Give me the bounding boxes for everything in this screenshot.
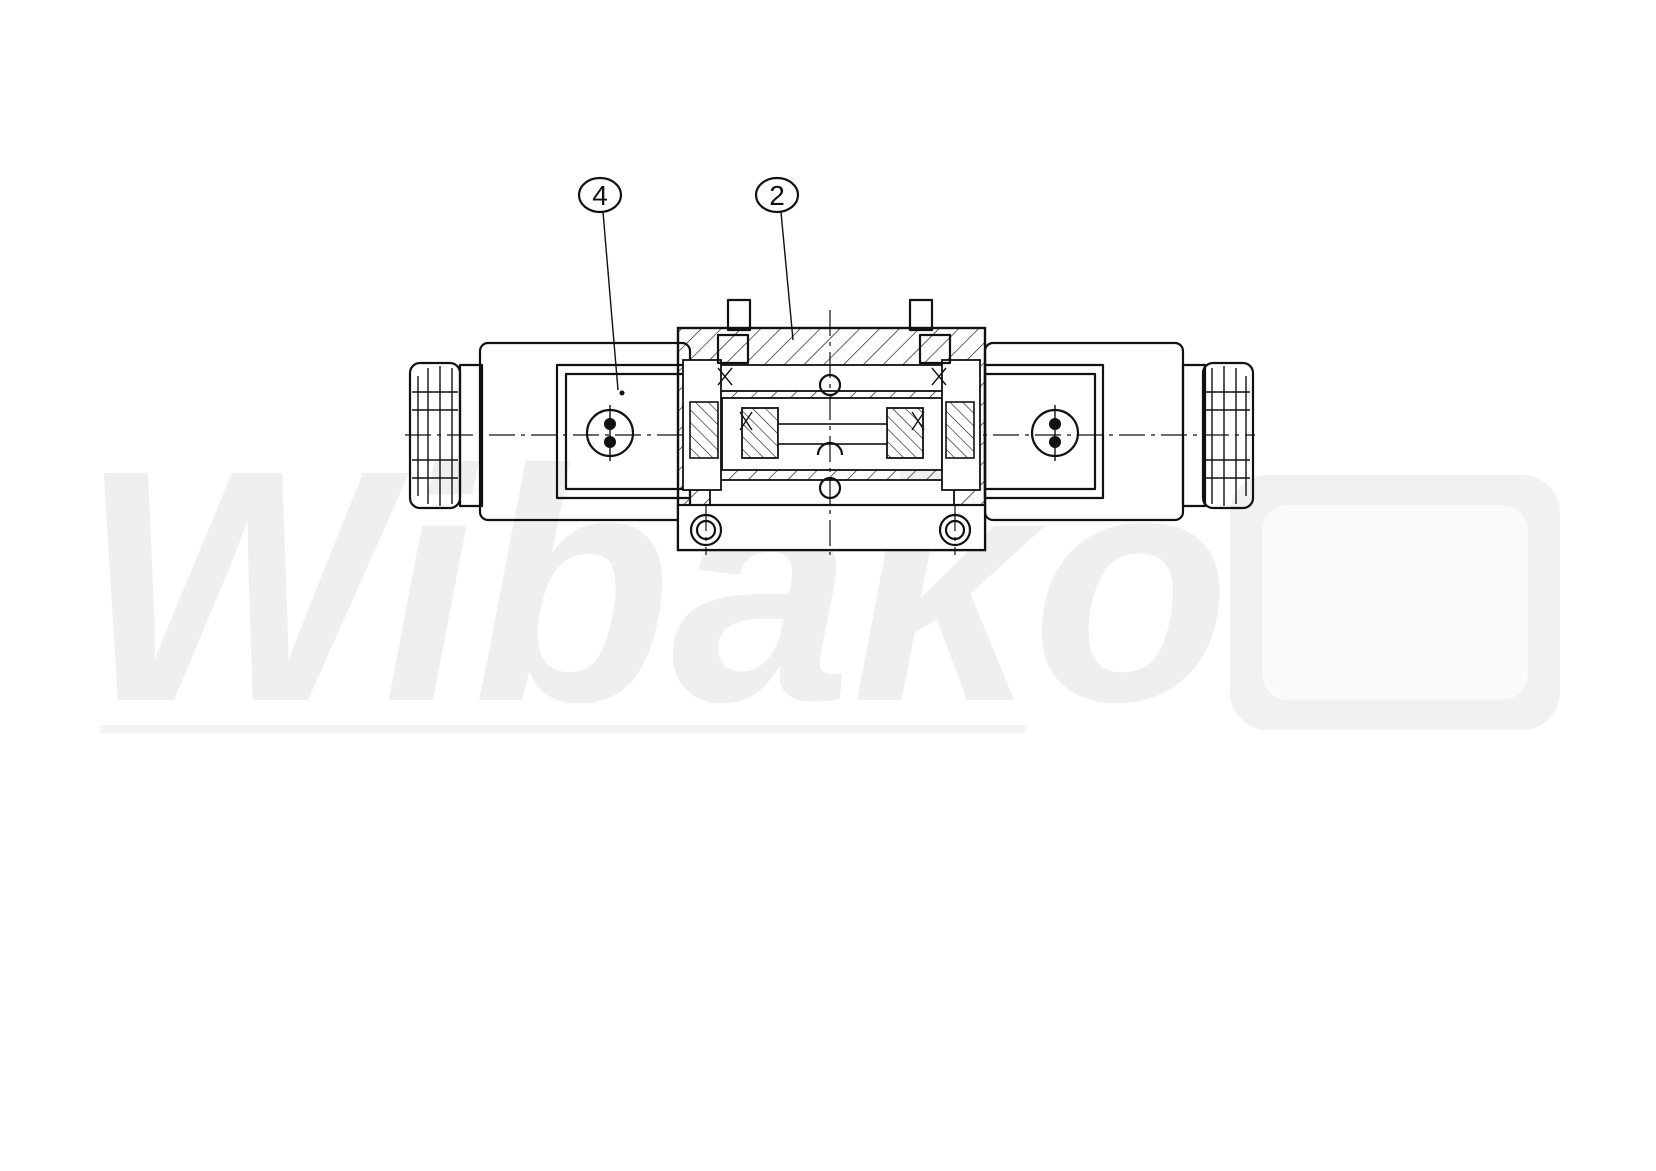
valve-body	[676, 298, 987, 555]
balloon-2: 2	[754, 176, 800, 341]
left-solenoid	[478, 341, 692, 522]
balloon-2-label: 2	[769, 180, 785, 211]
leader-line-2	[780, 211, 794, 341]
watermark-text: Wibako	[80, 401, 1230, 770]
balloon-4: 4	[577, 176, 623, 391]
right-connector-nut	[1181, 361, 1255, 510]
left-connector-nut	[408, 361, 484, 510]
leader-line-4	[602, 211, 619, 391]
watermark: Wibako	[80, 401, 1560, 770]
balloon-4-label: 4	[592, 180, 608, 211]
